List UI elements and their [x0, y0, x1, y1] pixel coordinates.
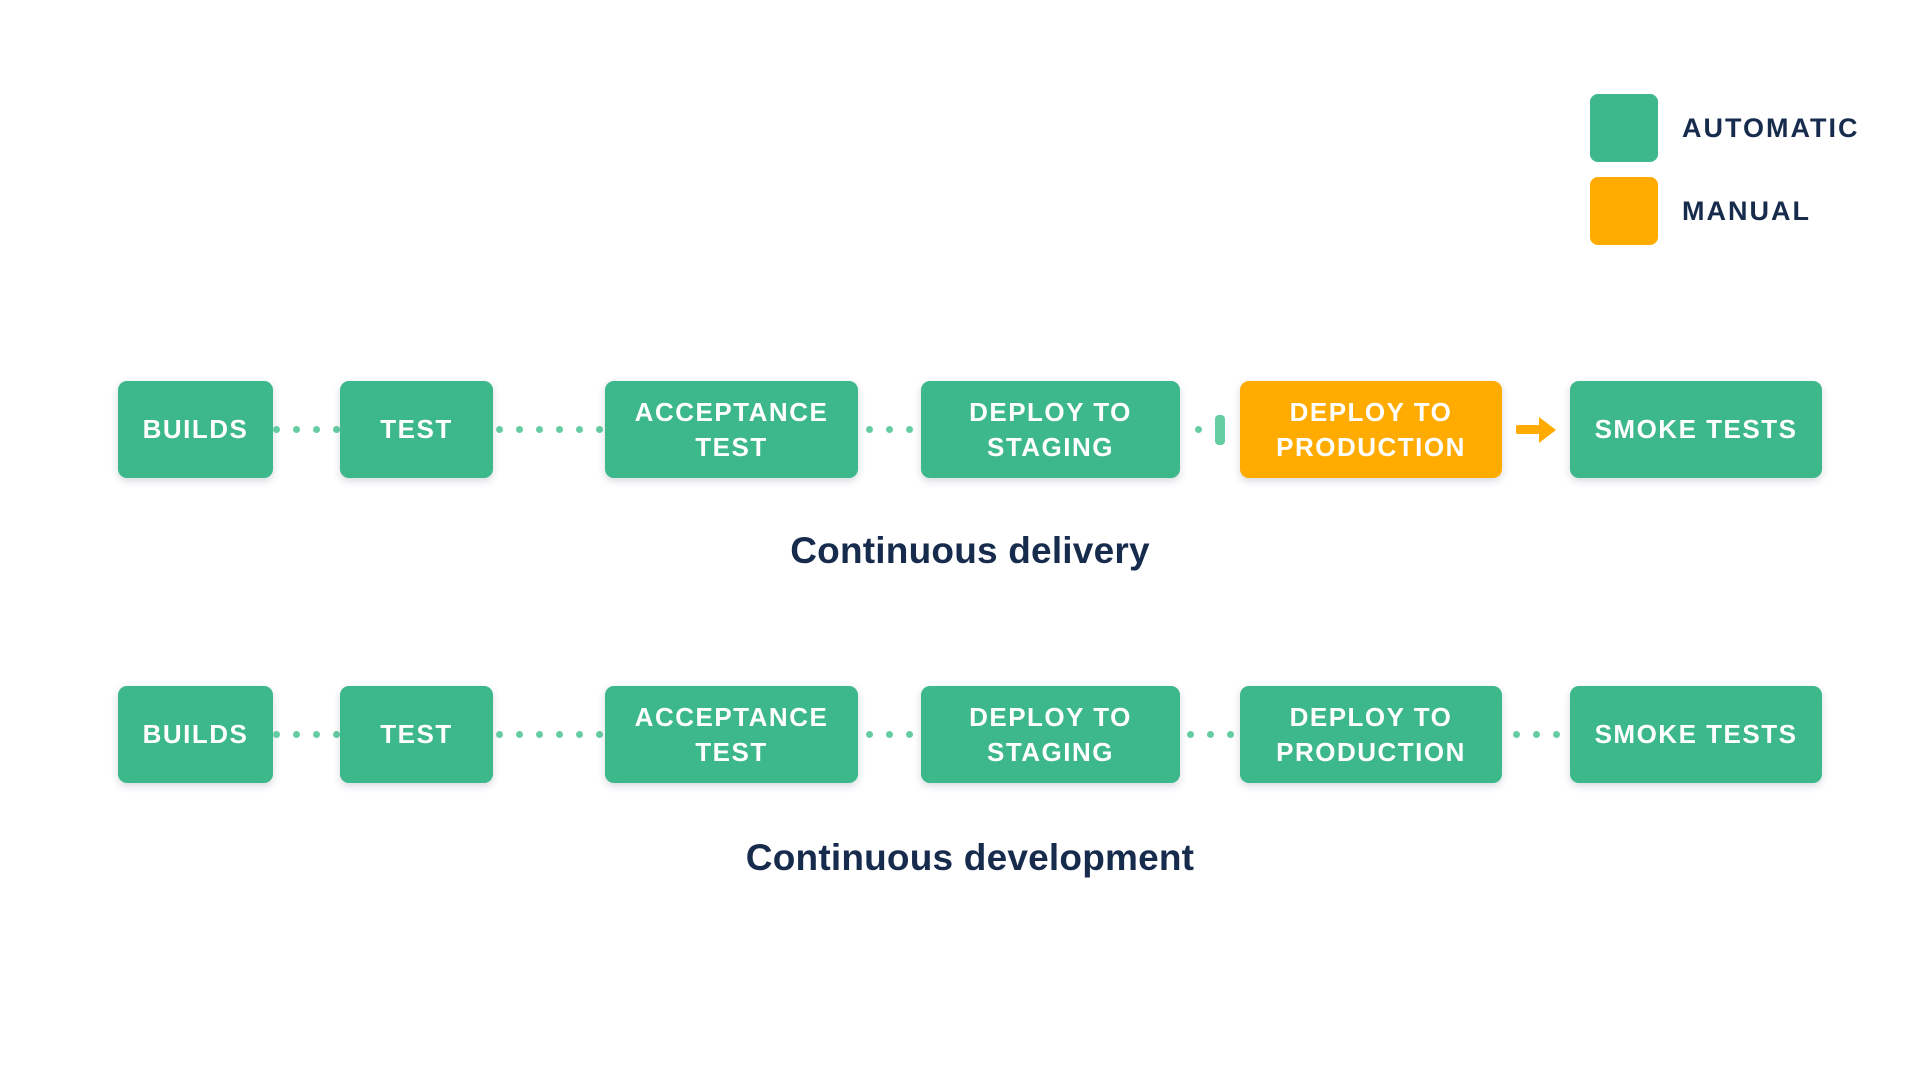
legend-item-automatic: AUTOMATIC	[1590, 94, 1859, 162]
stage-builds: BUILDS	[118, 381, 273, 478]
connector-dots	[493, 686, 605, 783]
connector-dot-icon	[293, 426, 300, 433]
connector-dot-icon	[595, 731, 603, 738]
stage-smoke-tests: SMOKE TESTS	[1570, 381, 1822, 478]
connector-dots	[273, 686, 340, 783]
connector-dot-icon	[575, 731, 583, 738]
connector-dot-icon	[1512, 731, 1520, 738]
connector-dot-icon	[555, 426, 563, 433]
connector-dot-icon	[515, 426, 523, 433]
connector-dot-icon	[515, 731, 523, 738]
connector-dot-icon	[886, 731, 893, 738]
connector-dot-icon	[906, 426, 913, 433]
connector-dot-icon	[333, 731, 340, 738]
legend-label-manual: MANUAL	[1682, 195, 1811, 226]
caption-continuous-development: Continuous development	[745, 837, 1195, 878]
connector-dot-icon	[535, 731, 543, 738]
stage-smoke-tests: SMOKE TESTS	[1570, 686, 1822, 783]
stage-deploy-to-production: DEPLOY TO PRODUCTION	[1240, 381, 1502, 478]
connector-dots	[493, 381, 605, 478]
connector-dot-icon	[1226, 731, 1234, 738]
connector-dots	[1180, 686, 1240, 783]
stage-acceptance-test: ACCEPTANCE TEST	[605, 381, 858, 478]
connector-dots	[858, 381, 921, 478]
connector-manual-gate	[1180, 381, 1240, 478]
connector-dot-icon	[1186, 731, 1194, 738]
stage-deploy-to-staging: DEPLOY TO STAGING	[921, 686, 1180, 783]
stage-test: TEST	[340, 686, 493, 783]
connector-dot-icon	[273, 426, 280, 433]
legend-label-automatic: AUTOMATIC	[1682, 112, 1860, 143]
connector-dot-icon	[866, 731, 873, 738]
connector-dot-icon	[1206, 731, 1214, 738]
connector-dot-icon	[906, 731, 913, 738]
connector-dot-icon	[313, 426, 320, 433]
stage-test: TEST	[340, 381, 493, 478]
connector-dot-icon	[293, 731, 300, 738]
stage-deploy-to-production: DEPLOY TO PRODUCTION	[1240, 686, 1502, 783]
pause-bar-icon	[1215, 414, 1225, 445]
connector-dot-icon	[575, 426, 583, 433]
legend-item-manual: MANUAL	[1590, 177, 1859, 245]
connector-dot-icon	[555, 731, 563, 738]
manual-swatch-icon	[1590, 177, 1658, 245]
connector-dot-icon	[1552, 731, 1560, 738]
connector-dot-icon	[273, 731, 280, 738]
connector-dot-icon	[495, 731, 503, 738]
connector-dot-icon	[333, 426, 340, 433]
connector-dot-icon	[1532, 731, 1540, 738]
automatic-swatch-icon	[1590, 94, 1658, 162]
connector-dots	[858, 686, 921, 783]
connector-dots	[1502, 686, 1570, 783]
connector-dot-icon	[495, 426, 503, 433]
stage-acceptance-test: ACCEPTANCE TEST	[605, 686, 858, 783]
stage-builds: BUILDS	[118, 686, 273, 783]
connector-dot-icon	[1195, 426, 1202, 433]
connector-dot-icon	[313, 731, 320, 738]
stage-deploy-to-staging: DEPLOY TO STAGING	[921, 381, 1180, 478]
connector-dot-icon	[535, 426, 543, 433]
connector-arrow	[1502, 381, 1570, 478]
connector-dot-icon	[866, 426, 873, 433]
connector-dots	[273, 381, 340, 478]
legend: AUTOMATIC MANUAL	[1590, 94, 1859, 260]
connector-dot-icon	[886, 426, 893, 433]
arrow-right-icon	[1516, 416, 1556, 443]
caption-continuous-delivery: Continuous delivery	[790, 530, 1150, 571]
connector-dot-icon	[595, 426, 603, 433]
